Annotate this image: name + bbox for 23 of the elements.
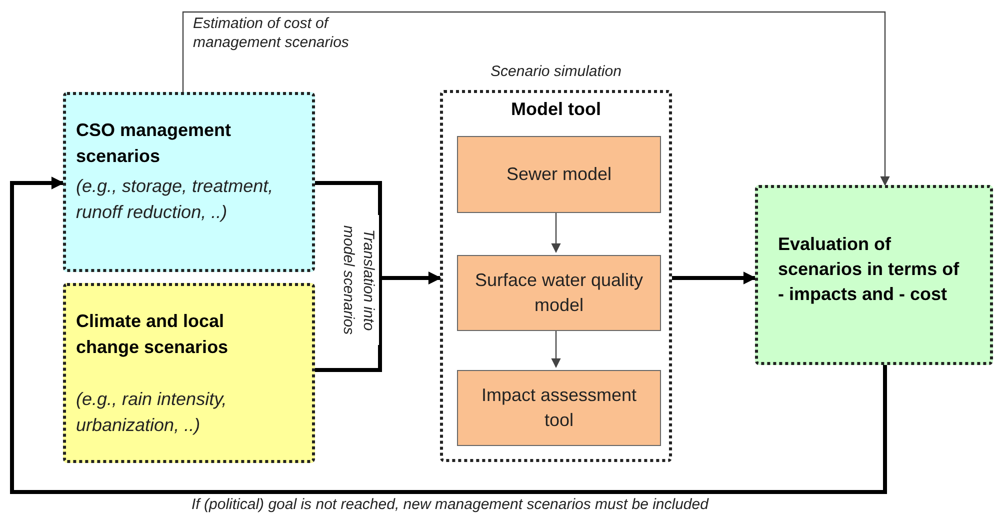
thin-arrow: [551, 328, 561, 368]
process-label: Impact assessment tool: [480, 384, 638, 432]
scenario-box: [63, 92, 315, 272]
process-label: Surface water quality model: [474, 269, 644, 317]
model-tool-box: [440, 90, 672, 462]
group-heading: Model tool: [510, 99, 602, 120]
process-box: [457, 370, 661, 446]
box-heading: CSO management scenarios: [76, 119, 232, 168]
arrow: [10, 176, 887, 494]
process-box: [457, 255, 661, 331]
scenario-box: [63, 283, 315, 463]
process-box: [457, 136, 661, 213]
thin-arrow: [182, 11, 890, 186]
box-note: (e.g., storage, treatment, runoff reduction, ..): [76, 175, 274, 224]
arrow: [672, 272, 756, 284]
process-label: Sewer model: [505, 163, 613, 186]
node-caption: Scenario simulation: [490, 63, 622, 82]
thin-arrow: [551, 210, 561, 253]
evaluation-text: Evaluation of scenarios in terms of - impacts and - cost: [778, 233, 960, 306]
evaluation-box: [755, 185, 993, 365]
box-note: (e.g., rain intensity, urbanization, ..): [76, 388, 228, 437]
box-heading: Climate and local change scenarios: [76, 310, 230, 359]
arrow: [315, 272, 442, 372]
